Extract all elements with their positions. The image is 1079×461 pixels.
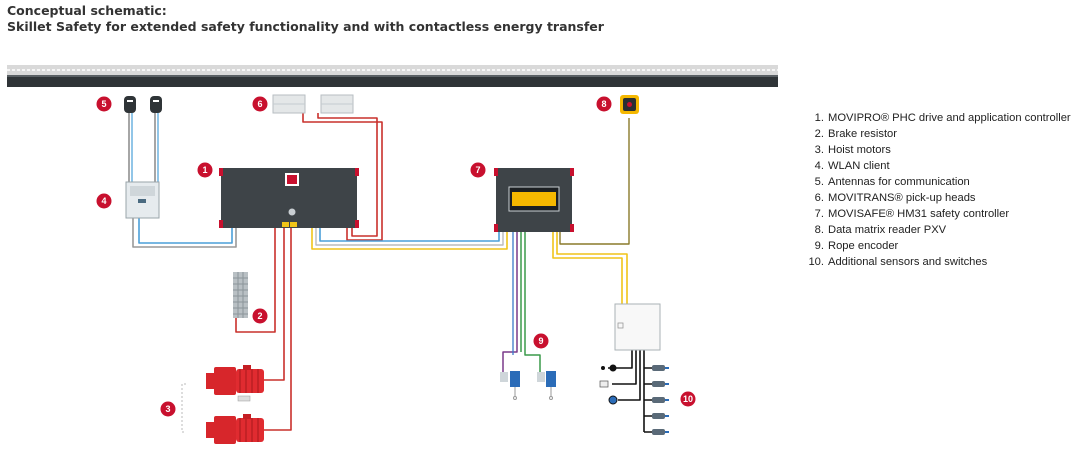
legend-item-number: 6. (814, 192, 824, 204)
diagram-title: Conceptual schematic: (7, 3, 167, 18)
callout-badge-3: 3 (160, 401, 176, 417)
pickup-head-icon (272, 94, 354, 114)
callout-badge-9: 9 (533, 333, 549, 349)
badge-layer: 1 2 3 4 5 6 7 8 9 10 (96, 96, 696, 417)
legend-item-label: MOVITRANS® pick-up heads (828, 192, 976, 204)
legend-item-label: Additional sensors and switches (828, 256, 988, 268)
legend-item-number: 2. (814, 128, 824, 140)
cables (128, 113, 652, 433)
sensor-switch-icon (599, 364, 618, 405)
legend-item-label: Hoist motors (828, 144, 891, 156)
legend-list: 1. MOVIPRO® PHC drive and application con… (804, 110, 1071, 270)
legend-item-label: Data matrix reader PXV (828, 224, 947, 236)
callout-badge-label: 7 (475, 165, 480, 175)
legend-item-number: 3. (814, 144, 824, 156)
legend-item: 9. Rope encoder (804, 238, 1071, 254)
legend-item-label: WLAN client (828, 160, 890, 172)
callout-badge-label: 5 (101, 99, 106, 109)
callout-badge-6: 6 (252, 96, 268, 112)
diagram-subtitle: Skillet Safety for extended safety funct… (7, 19, 604, 34)
callout-badge-label: 4 (101, 196, 106, 206)
callout-badge-label: 3 (165, 404, 170, 414)
legend-item-label: MOVISAFE® HM31 safety controller (828, 208, 1010, 220)
legend-item-number: 10. (808, 256, 824, 268)
legend-item-label: Brake resistor (828, 128, 898, 140)
callout-badge-label: 2 (257, 311, 262, 321)
sensor-connector-icon (652, 365, 669, 435)
sensor-junction-box-icon (614, 303, 661, 351)
wlan-client-icon (125, 181, 160, 219)
legend-item: 7. MOVISAFE® HM31 safety controller (804, 206, 1071, 222)
callout-badge-1: 1 (197, 162, 213, 178)
callout-badge-label: 9 (538, 336, 543, 346)
legend-item-number: 5. (814, 176, 824, 188)
movipro-controller-icon (219, 168, 359, 228)
legend-item: 5. Antennas for communication (804, 174, 1071, 190)
data-matrix-reader-icon (620, 95, 639, 114)
callout-badge-label: 1 (202, 165, 207, 175)
legend-item-number: 8. (814, 224, 824, 236)
callout-badge-8: 8 (596, 96, 612, 112)
legend-item-number: 9. (814, 240, 824, 252)
legend-item: 4. WLAN client (804, 158, 1071, 174)
legend-item-number: 4. (814, 160, 824, 172)
callout-badge-7: 7 (470, 162, 486, 178)
legend-item: 3. Hoist motors (804, 142, 1071, 158)
callout-badge-5: 5 (96, 96, 112, 112)
motor-bracket (181, 383, 186, 433)
hoist-motor-icon (206, 414, 264, 444)
callout-badge-label: 8 (601, 99, 606, 109)
callout-badge-label: 10 (683, 394, 693, 404)
legend-item: 10. Additional sensors and switches (804, 254, 1071, 270)
legend-item-label: Antennas for communication (828, 176, 970, 188)
rail (7, 65, 778, 87)
legend-item-label: Rope encoder (828, 240, 899, 252)
brake-resistor-icon (233, 272, 248, 318)
hoist-motor-icon (206, 365, 264, 402)
legend-item-number: 7. (814, 208, 824, 220)
diagram-heading: Conceptual schematic: Skillet Safety for… (7, 3, 604, 35)
movisafe-safety-controller-icon (494, 168, 574, 232)
callout-badge-label: 6 (257, 99, 262, 109)
callout-badge-4: 4 (96, 193, 112, 209)
rope-encoder-icon (500, 371, 556, 400)
antenna-icon (124, 96, 162, 113)
callout-badge-2: 2 (252, 308, 268, 324)
legend-item: 8. Data matrix reader PXV (804, 222, 1071, 238)
callout-badge-10: 10 (680, 391, 696, 407)
legend-item: 6. MOVITRANS® pick-up heads (804, 190, 1071, 206)
legend-item: 2. Brake resistor (804, 126, 1071, 142)
legend-item-label: MOVIPRO® PHC drive and application contr… (828, 112, 1071, 124)
legend-item: 1. MOVIPRO® PHC drive and application con… (804, 110, 1071, 126)
legend-item-number: 1. (814, 112, 824, 124)
